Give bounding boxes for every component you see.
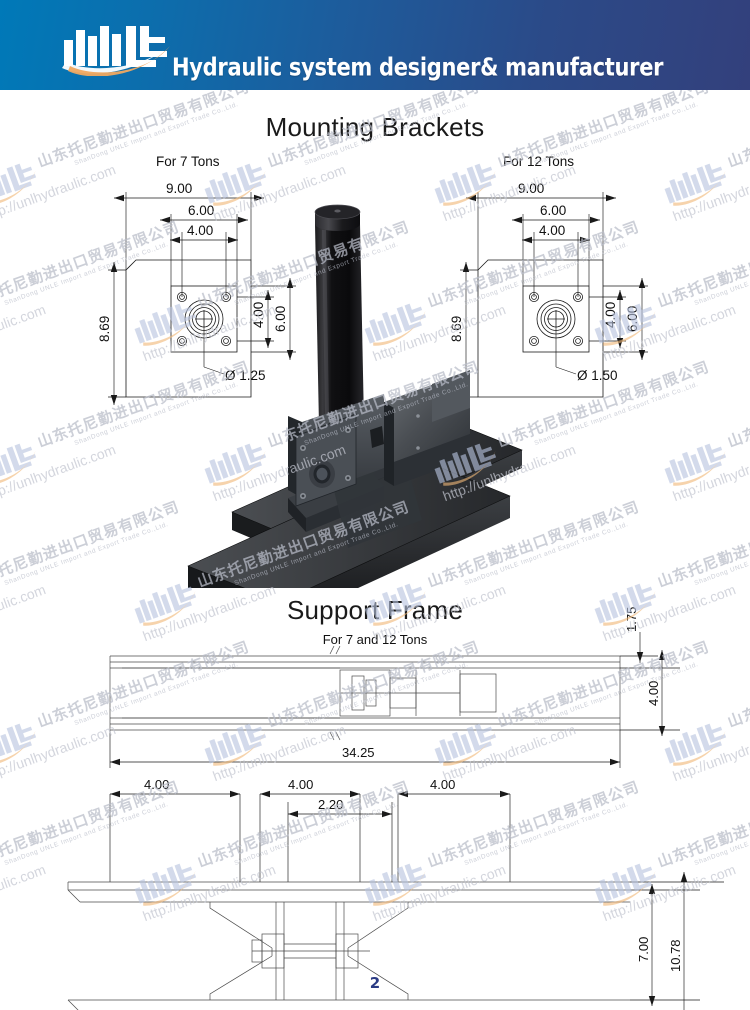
drawing-support-frame-top: 1.75 4.00 34.25 [40, 607, 730, 790]
render-mounting-bracket-assembly [170, 168, 530, 624]
dim-bolt-inner: 4.00 [539, 223, 565, 238]
dim-height-overall: 8.69 [449, 316, 464, 342]
drawing-caption-7-tons: For 7 Tons [156, 154, 220, 169]
header-title: Hydraulic system designer& manufacturer [172, 52, 664, 82]
drawing-support-frame-bottom: 4.00 4.00 4.00 2.20 [40, 772, 730, 1010]
drawing-bracket-12-tons: 9.00 6.00 4.00 8.69 4.00 6.00 Ø 1.50 For… [448, 152, 668, 417]
watermark-logo-icon [664, 163, 727, 206]
dim-length-overall: 34.25 [342, 745, 375, 760]
watermark-logo-icon [0, 163, 37, 206]
section-title-support-frame: Support Frame [286, 595, 463, 625]
page-header: Hydraulic system designer& manufacturer [0, 0, 750, 90]
dim-bolt-outer: 6.00 [540, 203, 566, 218]
dim-span-mid: 4.00 [288, 777, 313, 792]
drawing-caption-12-tons: For 12 Tons [503, 154, 574, 169]
page-content: Mounting Brackets [0, 90, 750, 1010]
bracket-right-arm [384, 370, 470, 486]
dim-span-right: 4.00 [430, 777, 455, 792]
dim-width-overall: 9.00 [166, 181, 192, 196]
dim-outer-height: 10.78 [668, 939, 683, 972]
dim-bolt-inner: 4.00 [187, 223, 213, 238]
dim-center-gap: 2.20 [318, 797, 343, 812]
dim-vert-inner: 4.00 [251, 302, 266, 328]
watermark-logo-icon [0, 723, 37, 766]
dim-vert-outer: 6.00 [273, 306, 288, 332]
page-number: 2 [369, 974, 381, 992]
dim-vert-outer: 6.00 [625, 306, 640, 332]
dim-bolt-outer: 6.00 [188, 203, 214, 218]
watermark-logo-icon [664, 443, 727, 486]
dim-width-overall: 9.00 [518, 181, 544, 196]
company-logo [62, 24, 172, 76]
watermark-logo-icon [0, 443, 37, 486]
dim-vert-inner: 4.00 [603, 302, 618, 328]
hydraulic-cylinder [314, 204, 364, 426]
dim-bore: Ø 1.50 [577, 368, 618, 383]
dim-beam-height-top: 4.00 [646, 681, 661, 706]
section-title-mounting-brackets: Mounting Brackets [265, 112, 485, 142]
dim-span-left: 4.00 [144, 777, 169, 792]
dim-height-overall: 8.69 [97, 316, 112, 342]
dim-inner-height: 7.00 [636, 937, 651, 962]
section-subtitle-support-frame: For 7 and 12 Tons [322, 632, 428, 647]
bracket-main-body [288, 394, 384, 507]
dim-bore: Ø 1.25 [225, 368, 266, 383]
